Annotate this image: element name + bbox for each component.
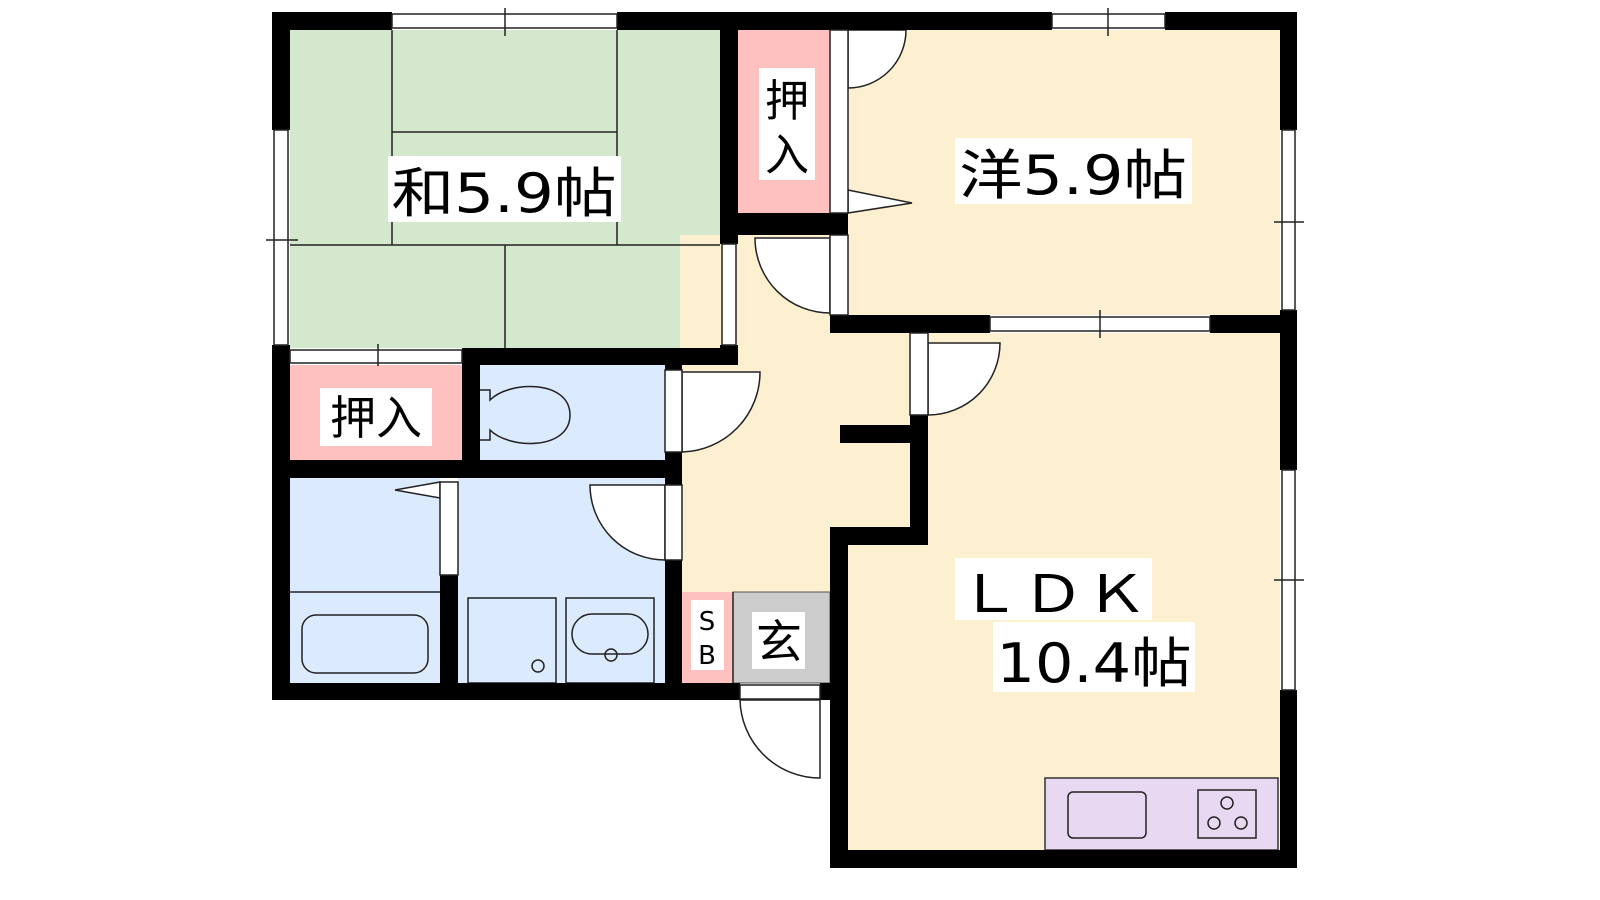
- door-youshitsu: [754, 237, 831, 314]
- fixtures: [290, 385, 1257, 839]
- bathtub-icon: [301, 614, 429, 674]
- labels: 和5.9帖 洋5.9帖 押 入 押入 S B 玄 ＬＤＫ 10.4帖: [320, 68, 1195, 695]
- ldk-label: ＬＤＫ: [958, 565, 1148, 625]
- door-entrance: [739, 699, 821, 779]
- door-washroom: [589, 484, 666, 561]
- door-toilet: [681, 371, 761, 453]
- youshitsu-label: 洋5.9帖: [959, 144, 1187, 207]
- door-ldk: [927, 342, 1001, 416]
- toilet-icon: [480, 385, 571, 445]
- oshiire-top-label-2: 入: [765, 130, 809, 181]
- shoebox-label-1: S: [699, 607, 716, 637]
- door-youshitsu-closet: [847, 29, 907, 89]
- stove-icon: [1197, 789, 1257, 839]
- toilet-floor: [480, 365, 665, 460]
- oshiire-top-label-1: 押: [765, 76, 809, 127]
- washitsu-label: 和5.9帖: [392, 162, 617, 225]
- windows: [266, 8, 1304, 700]
- kitchen-counter: [1044, 777, 1279, 851]
- shoebox-label-2: B: [698, 641, 716, 671]
- ldk-size-label: 10.4帖: [997, 632, 1192, 695]
- sink-icon: [1067, 791, 1147, 839]
- bath-floor: [290, 478, 440, 683]
- genkan-label: 玄: [756, 615, 802, 669]
- oshiire-bottom-label: 押入: [330, 391, 422, 445]
- doors: [394, 29, 1001, 779]
